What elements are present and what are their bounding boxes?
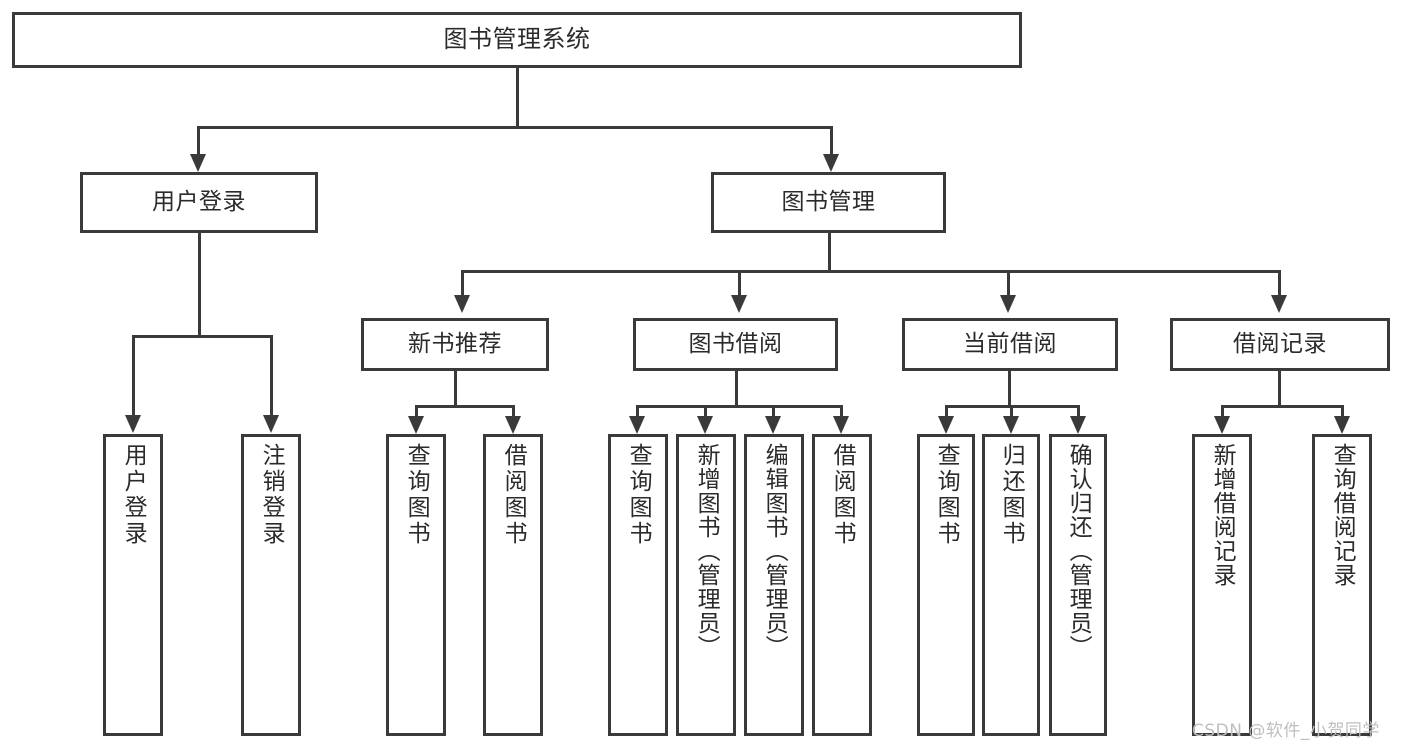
- arrowhead-leaf-user-login: [125, 415, 141, 433]
- connector-borrow-record-bar: [1221, 405, 1344, 408]
- leaf-query-book-current[interactable]: 查询图书: [917, 434, 975, 736]
- connector-br-leaf2: [1341, 405, 1344, 418]
- connector-br-leaf1: [1221, 405, 1224, 418]
- leaf-edit-book-admin[interactable]: 编辑图书（管理员）: [744, 434, 804, 736]
- connector-book-management-bar: [461, 270, 1281, 273]
- arrowhead-nb-leaf2: [505, 416, 521, 434]
- watermark-text: CSDN @软件_小贺同学: [1192, 721, 1380, 741]
- node-label: 当前借阅: [963, 331, 1057, 358]
- leaf-add-book-admin[interactable]: 新增图书（管理员）: [676, 434, 736, 736]
- node-current-borrow[interactable]: 当前借阅: [902, 318, 1118, 371]
- arrowhead-cb-leaf3: [1070, 416, 1086, 434]
- connector-bb-leaf1: [636, 405, 639, 418]
- leaf-borrow-book[interactable]: 借阅图书: [812, 434, 872, 736]
- node-book-borrow[interactable]: 图书借阅: [633, 318, 838, 371]
- node-label: 图书管理系统: [443, 25, 591, 54]
- arrowhead-bb-leaf3: [765, 416, 781, 434]
- node-book-management[interactable]: 图书管理: [711, 172, 946, 233]
- arrowhead-br-leaf2: [1334, 416, 1350, 434]
- arrowhead-bb-leaf1: [629, 416, 645, 434]
- connector-to-current-borrow: [1007, 270, 1010, 297]
- leaf-query-book[interactable]: 查询图书: [608, 434, 668, 736]
- node-label: 查询借阅记录: [1329, 443, 1356, 587]
- connector-to-new-book: [461, 270, 464, 297]
- node-label: 借阅图书: [829, 443, 856, 547]
- node-label: 新增借阅记录: [1209, 443, 1236, 587]
- connector-new-book-stem: [454, 371, 457, 405]
- node-book-management-system[interactable]: 图书管理系统: [12, 12, 1022, 68]
- node-label: 新增图书（管理员）: [693, 443, 720, 659]
- connector-bb-leaf4: [840, 405, 843, 418]
- connector-user-login-stem: [198, 233, 201, 335]
- node-label: 新书推荐: [408, 331, 502, 358]
- arrowhead-borrow-record: [1271, 295, 1287, 313]
- leaf-logout[interactable]: 注销登录: [241, 434, 301, 736]
- connector-bb-leaf3: [772, 405, 775, 418]
- arrowhead-cb-leaf2: [1003, 416, 1019, 434]
- leaf-query-book-recommend[interactable]: 查询图书: [386, 434, 446, 736]
- connector-borrow-record-stem: [1278, 371, 1281, 405]
- connector-to-borrow-record: [1278, 270, 1281, 297]
- node-label: 查询图书: [625, 443, 652, 547]
- node-label: 注销登录: [258, 443, 285, 547]
- arrowhead-leaf-logout: [263, 415, 279, 433]
- arrowhead-new-book: [454, 295, 470, 313]
- arrowhead-nb-leaf1: [408, 416, 424, 434]
- connector-cb-leaf2: [1010, 405, 1013, 418]
- node-label: 用户登录: [120, 443, 147, 547]
- node-label: 用户登录: [152, 189, 246, 216]
- node-label: 借阅记录: [1233, 331, 1327, 358]
- leaf-return-book[interactable]: 归还图书: [982, 434, 1040, 736]
- node-label: 查询图书: [403, 443, 430, 547]
- arrowhead-book-borrow: [731, 295, 747, 313]
- connector-root-stem: [516, 68, 519, 126]
- connector-root-to-book-management: [830, 126, 833, 156]
- connector-root-bar: [197, 126, 833, 129]
- node-label: 借阅图书: [500, 443, 527, 547]
- connector-new-book-leaf1: [415, 405, 418, 418]
- node-borrow-record[interactable]: 借阅记录: [1170, 318, 1390, 371]
- connector-user-login-bar: [132, 335, 273, 338]
- connector-root-to-user-login: [197, 126, 200, 156]
- node-label: 编辑图书（管理员）: [761, 443, 788, 659]
- node-label: 图书借阅: [688, 331, 783, 358]
- leaf-borrow-book-recommend[interactable]: 借阅图书: [483, 434, 543, 736]
- arrowhead-cb-leaf1: [938, 416, 954, 434]
- arrowhead-bb-leaf2: [697, 416, 713, 434]
- arrowhead-book-management: [823, 154, 839, 172]
- node-label: 图书管理: [781, 189, 876, 216]
- leaf-confirm-return-admin[interactable]: 确认归还（管理员）: [1049, 434, 1107, 736]
- leaf-query-borrow-record[interactable]: 查询借阅记录: [1312, 434, 1372, 736]
- leaf-user-login[interactable]: 用户登录: [103, 434, 163, 736]
- arrowhead-user-login: [190, 154, 206, 172]
- node-label: 归还图书: [998, 443, 1025, 547]
- connector-user-login-leaf2: [270, 335, 273, 417]
- connector-current-borrow-stem: [1008, 371, 1011, 405]
- leaf-add-borrow-record[interactable]: 新增借阅记录: [1192, 434, 1252, 736]
- connector-book-borrow-stem: [735, 371, 738, 405]
- arrowhead-current-borrow: [1000, 295, 1016, 313]
- connector-bb-leaf2: [704, 405, 707, 418]
- connector-book-management-stem: [828, 233, 831, 270]
- connector-new-book-bar: [415, 405, 514, 408]
- connector-cb-leaf3: [1077, 405, 1080, 418]
- connector-new-book-leaf2: [512, 405, 515, 418]
- connector-user-login-leaf1: [132, 335, 135, 417]
- node-new-book-recommend[interactable]: 新书推荐: [361, 318, 549, 371]
- connector-cb-leaf1: [945, 405, 948, 418]
- connector-book-borrow-bar: [636, 405, 841, 408]
- arrowhead-bb-leaf4: [833, 416, 849, 434]
- node-label: 确认归还（管理员）: [1065, 443, 1092, 659]
- node-label: 查询图书: [933, 443, 960, 547]
- node-user-login[interactable]: 用户登录: [80, 172, 318, 233]
- arrowhead-br-leaf1: [1214, 416, 1230, 434]
- connector-to-book-borrow: [738, 270, 741, 297]
